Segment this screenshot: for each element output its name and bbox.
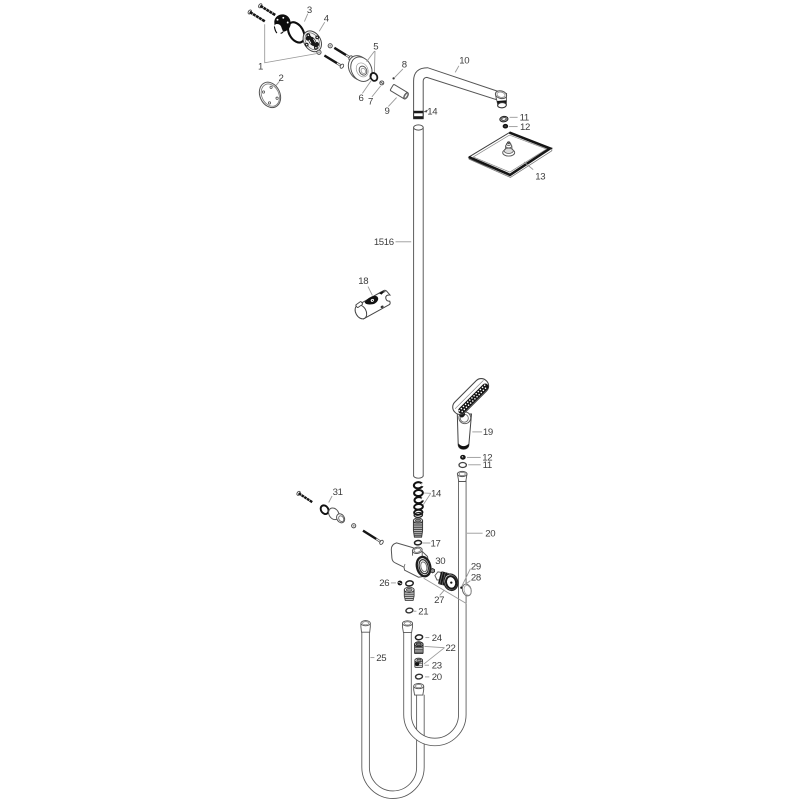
svg-text:22: 22 xyxy=(446,643,456,654)
svg-text:8: 8 xyxy=(402,60,407,71)
svg-text:6: 6 xyxy=(359,93,364,104)
svg-text:4: 4 xyxy=(324,14,330,25)
svg-text:31: 31 xyxy=(333,487,343,498)
svg-text:9: 9 xyxy=(385,106,390,117)
svg-text:1: 1 xyxy=(258,62,263,73)
svg-text:24: 24 xyxy=(432,633,443,644)
svg-text:20: 20 xyxy=(432,672,442,683)
svg-text:23: 23 xyxy=(432,660,442,671)
svg-text:19: 19 xyxy=(483,427,493,438)
svg-text:13: 13 xyxy=(535,171,545,182)
svg-text:21: 21 xyxy=(418,606,428,617)
svg-text:2: 2 xyxy=(279,73,284,84)
svg-text:10: 10 xyxy=(459,55,469,66)
svg-text:11: 11 xyxy=(520,113,529,124)
svg-text:3: 3 xyxy=(307,5,312,16)
svg-text:18: 18 xyxy=(358,276,368,287)
svg-text:26: 26 xyxy=(379,578,389,589)
svg-text:1516: 1516 xyxy=(374,237,394,248)
svg-text:12: 12 xyxy=(482,453,492,464)
svg-text:11: 11 xyxy=(483,460,492,471)
svg-text:28: 28 xyxy=(471,573,481,584)
svg-text:12: 12 xyxy=(520,122,530,133)
svg-text:30: 30 xyxy=(435,556,445,567)
svg-text:7: 7 xyxy=(368,97,373,108)
svg-text:5: 5 xyxy=(373,42,378,53)
svg-text:27: 27 xyxy=(434,595,444,606)
svg-text:29: 29 xyxy=(471,561,481,572)
svg-text:14: 14 xyxy=(427,107,438,118)
svg-text:17: 17 xyxy=(431,538,441,549)
svg-text:14: 14 xyxy=(431,488,442,499)
svg-text:20: 20 xyxy=(485,529,495,540)
svg-text:25: 25 xyxy=(376,653,386,664)
